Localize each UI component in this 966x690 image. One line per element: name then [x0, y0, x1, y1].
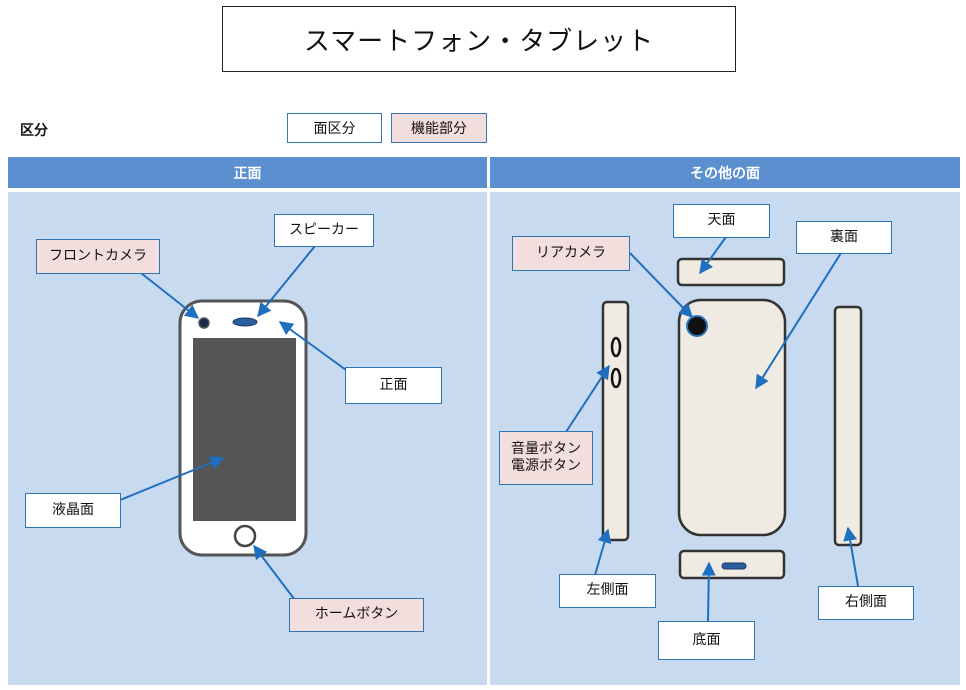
label-front-face: 正面	[345, 367, 442, 404]
right-side-shape	[833, 305, 863, 547]
arrow-volume-power	[565, 364, 610, 433]
bottom-face-shape	[678, 549, 786, 580]
legend-title: 区分	[20, 123, 48, 139]
front-panel-header: 正面	[8, 157, 487, 188]
left-side-shape	[601, 300, 630, 542]
speaker-slot	[232, 317, 258, 327]
arrow-speaker	[257, 245, 316, 318]
arrow-back-face	[755, 252, 842, 390]
label-right-side: 右側面	[818, 586, 914, 620]
label-bottom-face: 底面	[658, 621, 755, 660]
other-panel-header: その他の面	[490, 157, 960, 188]
label-left-side: 左側面	[559, 574, 656, 608]
label-front-camera: フロントカメラ	[36, 239, 160, 274]
volume-button	[610, 336, 622, 358]
legend-face: 面区分	[287, 113, 382, 143]
legend-function: 機能部分	[391, 113, 487, 143]
label-lcd: 液晶面	[25, 493, 121, 528]
label-home-button: ホームボタン	[289, 598, 424, 632]
front-camera-dot	[198, 317, 210, 329]
arrow-right-side	[843, 526, 859, 587]
arrow-front-face	[278, 321, 347, 371]
label-top-face: 天面	[673, 204, 770, 238]
home-button-circle	[233, 524, 257, 548]
phone-front	[178, 299, 308, 557]
label-volume-power: 音量ボタン 電源ボタン	[499, 431, 593, 485]
arrow-left-side	[594, 528, 612, 576]
arrow-lcd	[119, 456, 225, 501]
arrow-bottom-face	[701, 561, 716, 622]
top-face-shape	[676, 257, 786, 287]
label-speaker: スピーカー	[274, 214, 374, 247]
arrow-home-button	[253, 544, 296, 601]
label-rear-camera: リアカメラ	[512, 236, 630, 271]
phone-back	[677, 298, 787, 537]
arrow-top-face	[699, 236, 727, 275]
rear-camera-lens	[686, 315, 708, 337]
page-title: スマートフォン・タブレット	[222, 6, 736, 72]
lcd-screen	[193, 338, 296, 521]
power-button	[610, 367, 622, 389]
arrow-rear-camera	[629, 252, 693, 319]
arrow-front-camera	[140, 272, 200, 319]
label-back-face: 裏面	[796, 221, 892, 254]
